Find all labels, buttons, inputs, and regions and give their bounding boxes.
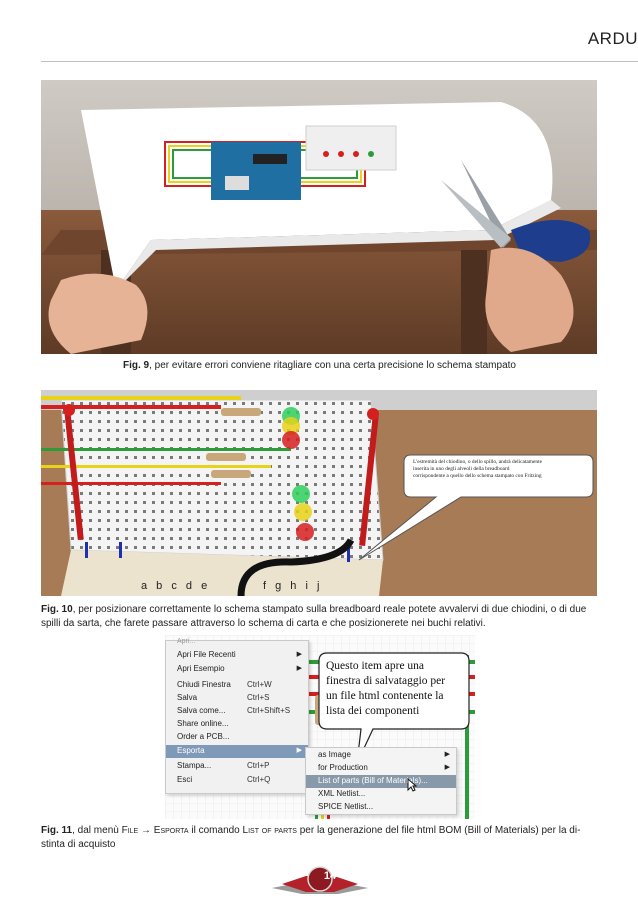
- submenu-item-xml-netlist[interactable]: XML Netlist...: [318, 789, 366, 798]
- fig9-photo: [41, 80, 597, 354]
- header-title: ARDU: [587, 29, 638, 48]
- fig9-caption-number: Fig. 9: [123, 360, 150, 371]
- menu-item-apri-esempio[interactable]: Apri Esempio▶: [166, 663, 308, 676]
- fig11-callout-line-2: finestra di salvataggio per: [326, 675, 446, 687]
- fig10-callout-line-3: corrispondente a quello dello schema sta…: [413, 473, 542, 479]
- chevron-right-icon: ▶: [296, 747, 302, 754]
- fig10-callout-line-1: L'estremità del chiodino, o dello spillo…: [413, 459, 542, 465]
- submenu-item-list-of-parts[interactable]: List of parts (Bill of Materials)...: [306, 775, 456, 788]
- chevron-right-icon: ▶: [296, 651, 302, 658]
- breadboard-letters-right: f g h i j: [263, 580, 323, 592]
- mouse-cursor-icon: [407, 778, 417, 792]
- chevron-right-icon: ▶: [296, 665, 302, 672]
- page-number-badge: [272, 866, 368, 894]
- fig9-caption: Fig. 9, per evitare errori conviene rita…: [123, 359, 516, 373]
- fig11-callout-line-3: un file html contenente la: [326, 690, 444, 702]
- header-rule: [41, 61, 638, 62]
- menu-item-truncated[interactable]: Apri...: [177, 638, 196, 645]
- chevron-right-icon: ▶: [444, 764, 450, 771]
- caption-command-list-of-parts: List of parts: [242, 825, 297, 836]
- menu-item-share-online[interactable]: Share online...: [177, 719, 229, 728]
- fig11-caption: Fig. 11, dal menù File → Esporta il coma…: [41, 824, 601, 852]
- menu-item-apri-file-recenti[interactable]: Apri File Recenti▶: [166, 649, 308, 662]
- fig10-illustration: [41, 390, 597, 596]
- fig11-caption-line-2: stinta di acquisto: [41, 839, 116, 850]
- fig11-callout-line-4: lista dei componenti: [326, 705, 420, 717]
- fig10-photo: L'estremità del chiodino, o dello spillo…: [41, 390, 597, 596]
- menu-item-stampa[interactable]: Stampa...Ctrl+P: [177, 761, 270, 770]
- esporta-submenu: as Image▶ for Production▶ List of parts …: [305, 747, 457, 815]
- fig10-caption: Fig. 10, per posizionare correttamente l…: [41, 603, 601, 631]
- fig10-caption-line-2: spilli da sarta, che farete passare attr…: [41, 618, 486, 629]
- breadboard-letters-left: a b c d e: [141, 580, 211, 592]
- fig9-caption-text: , per evitare errori conviene ritagliare…: [149, 360, 516, 371]
- submenu-item-as-image[interactable]: as Image▶: [306, 749, 456, 762]
- arrow-right-icon: →: [138, 825, 154, 836]
- fig10-caption-line-1: , per posizionare correttamente lo schem…: [72, 604, 587, 615]
- fig11-callout-line-1: Questo item apre una: [326, 660, 425, 672]
- caption-menu-file: File: [121, 825, 139, 836]
- menu-item-salva-come[interactable]: Salva come...Ctrl+Shift+S: [177, 706, 291, 715]
- submenu-item-for-production[interactable]: for Production▶: [306, 762, 456, 775]
- fig9-illustration: [41, 80, 597, 354]
- file-menu: Apri... Apri File Recenti▶ Apri Esempio▶…: [165, 638, 309, 794]
- caption-menu-esporta: Esporta: [153, 825, 189, 836]
- submenu-item-spice-netlist[interactable]: SPICE Netlist...: [318, 802, 374, 811]
- fig11-caption-number: Fig. 11: [41, 825, 73, 836]
- fig10-caption-number: Fig. 10: [41, 604, 73, 615]
- menu-item-esporta[interactable]: Esporta▶: [166, 745, 308, 758]
- chevron-right-icon: ▶: [444, 751, 450, 758]
- page-number: 14: [323, 870, 337, 882]
- menu-item-order-pcb[interactable]: Order a PCB...: [177, 732, 230, 741]
- fig10-callout-line-2: inserita in uno degli alveoli della brea…: [413, 466, 510, 472]
